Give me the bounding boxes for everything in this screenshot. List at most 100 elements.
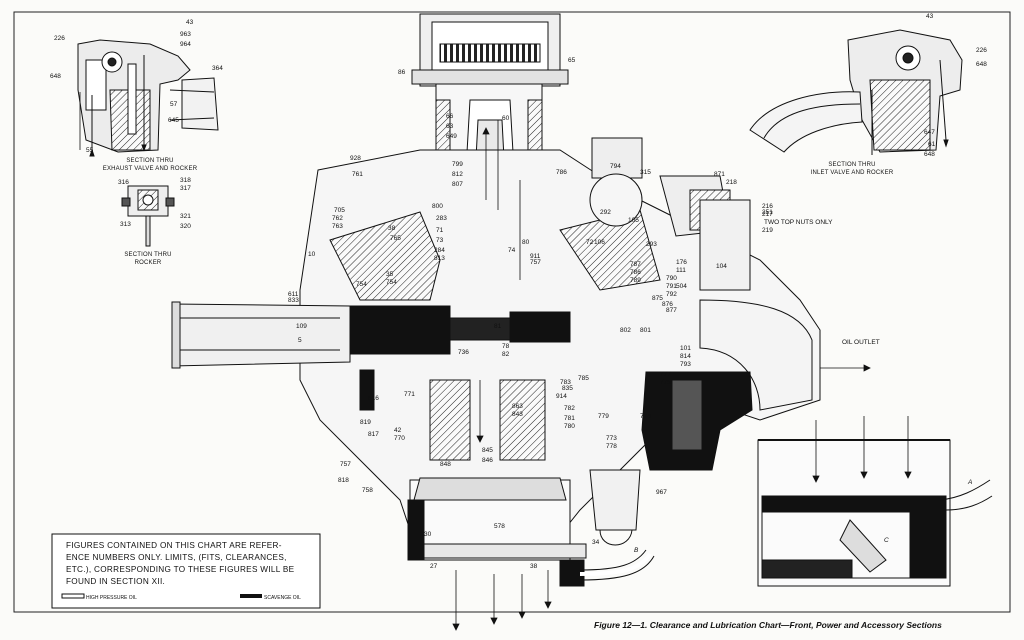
reference-number: 320 [180,223,191,230]
reference-number: 785 [578,375,589,382]
reference-number: 818 [338,477,349,484]
reference-number: 226 [54,35,65,42]
inlet-valve-section [749,29,963,155]
reference-number: 817 [368,431,379,438]
exhaust-valve-section [77,39,219,157]
reference-number: 611 [288,291,299,298]
reference-number: 786 [630,269,641,276]
reference-number: 42 [394,427,402,434]
reference-number: 38 [530,563,538,570]
legend-high-pressure: HIGH PRESSURE OIL [86,595,137,601]
reference-number: 774 [640,413,651,420]
reference-number: 219 [762,227,773,234]
reference-number: 705 [334,207,345,214]
reference-number: 648 [50,73,61,80]
reference-number: 814 [680,353,691,360]
rocker-caption-line2: ROCKER [135,260,162,266]
reference-number: 770 [394,435,405,442]
reference-number: 792 [666,291,677,298]
reference-number: 106 [594,239,605,246]
reference-number: 101 [680,345,691,352]
reference-number: 835 [562,385,573,392]
reference-number: 801 [640,327,651,334]
page-border [13,11,1011,613]
inlet-caption-line1: SECTION THRU [828,162,875,168]
note-line-4: FOUND IN SECTION XII. [66,577,165,586]
inlet-caption-line2: INLET VALVE AND ROCKER [811,170,894,176]
reference-number: 217 [762,211,773,218]
reference-number: 43 [926,13,934,20]
note-line-3: ETC.), CORRESPONDING TO THESE FIGURES WI… [66,565,295,574]
reference-number: 109 [296,323,307,330]
reference-number: 794 [610,163,621,170]
reference-number: 251 [762,209,773,216]
reference-number: 778 [606,443,617,450]
reference-number: 43 [186,19,194,26]
reference-number: 782 [564,405,575,412]
legend-scavenge: SCAVENGE OIL [264,595,301,601]
reference-number: 773 [606,435,617,442]
reference-number: 648 [976,61,987,68]
reference-number: 105 [628,217,639,224]
reference-number: 60 [502,115,510,122]
reference-number: 645 [168,117,179,124]
reference-number: 736 [458,349,469,356]
reference-number: 807 [452,181,463,188]
reference-number: 761 [352,171,363,178]
oil-sump-section [757,416,993,587]
reference-number: 802 [620,327,631,334]
reference-number: 781 [564,415,575,422]
reference-number: 799 [452,161,463,168]
reference-number: 963 [180,31,191,38]
reference-number: 843 [512,411,523,418]
reference-number: 845 [482,447,493,454]
rocker-caption-line1: SECTION THRU [124,252,171,258]
reference-number: 777 [660,371,671,378]
reference-number: 364 [212,65,223,72]
reference-number: 647 [924,129,935,136]
reference-number: 763 [332,223,343,230]
reference-number: 313 [120,221,131,228]
reference-number: 877 [666,307,677,314]
reference-number: 5 [298,337,302,344]
reference-number: 875 [652,295,663,302]
reference-number: 111 [676,267,686,274]
reference-number: 754 [386,279,397,286]
reference-number: 55 [86,147,94,154]
reference-number: 928 [350,155,361,162]
letter-b: B [634,547,639,554]
main-engine-section [171,13,871,631]
reference-number: 771 [404,391,415,398]
reference-number: 791 [666,283,677,290]
reference-number: 218 [726,179,737,186]
reference-number: 876 [662,301,673,308]
reference-number: 317 [180,185,191,192]
reference-number: 775 [660,379,671,386]
note-line-2: ENCE NUMBERS ONLY. LIMITS, (FITS, CLEARA… [66,553,287,562]
reference-number: 86 [398,69,406,76]
reference-number: 754 [356,281,367,288]
reference-number: 762 [332,215,343,222]
reference-number: 293 [646,241,657,248]
exhaust-caption-line2: EXHAUST VALVE AND ROCKER [103,166,198,172]
reference-number: 800 [432,203,443,210]
reference-number: 35 [386,271,394,278]
reference-number: 34 [592,539,600,546]
reference-number: 757 [340,461,351,468]
rocker-section [121,185,175,247]
reference-number: 10 [308,251,316,258]
reference-number: 783 [560,379,571,386]
reference-number: 315 [640,169,651,176]
reference-number: 813 [434,255,445,262]
reference-number: 964 [180,41,191,48]
reference-number: 516 [368,395,379,402]
exhaust-caption-line1: SECTION THRU [126,158,173,164]
reference-number: 316 [118,179,129,186]
reference-number: 786 [556,169,567,176]
reference-number: 504 [676,283,687,290]
reference-number: 73 [436,237,444,244]
reference-number: 648 [924,151,935,158]
